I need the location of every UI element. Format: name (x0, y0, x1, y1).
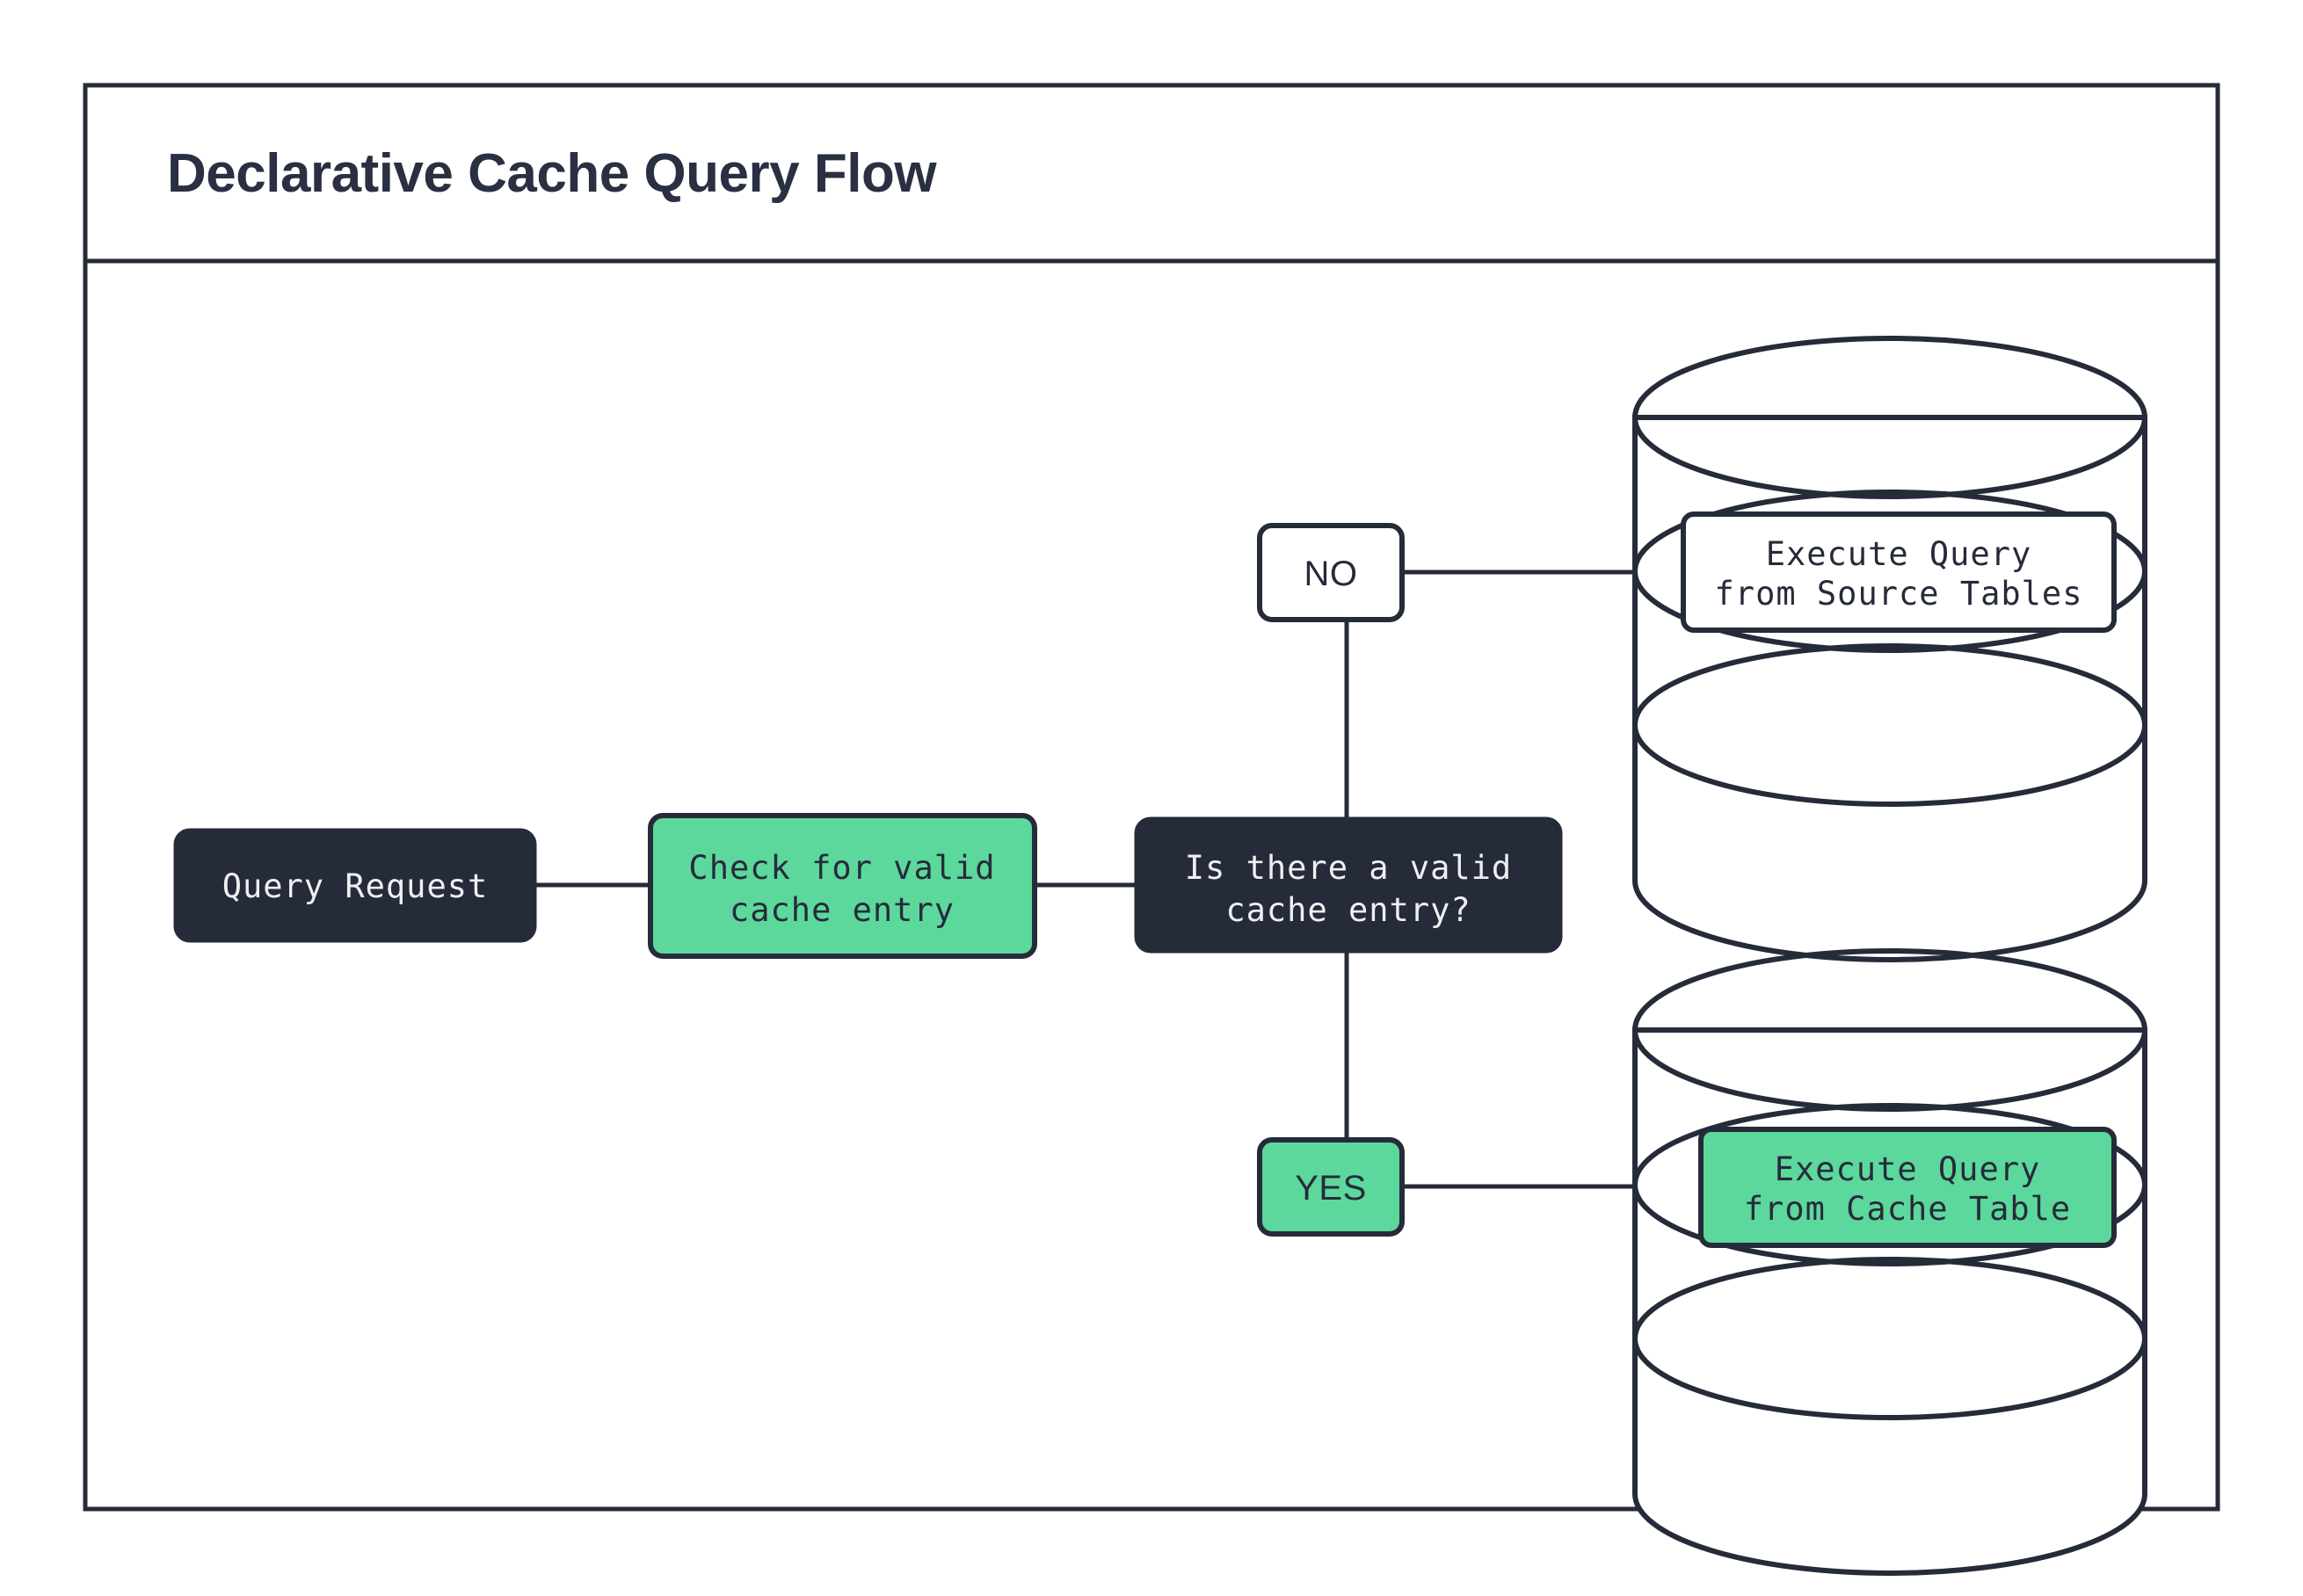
query-request-rect[interactable] (173, 828, 537, 943)
check-cache-line-1: Check for valid (688, 849, 995, 887)
decision-rect[interactable] (1134, 816, 1563, 954)
source-db-disc-2 (1632, 490, 2147, 653)
source-db-label-box: Execute Query from Source Tables (1681, 511, 2117, 633)
yes-label-rect[interactable] (1257, 1137, 1405, 1237)
decision-line-2: cache entry? (1225, 891, 1471, 929)
no-label-rect[interactable] (1257, 523, 1405, 622)
cache-table-database (1632, 948, 2147, 1576)
node-query-request[interactable]: Query Request (173, 828, 537, 943)
source-db-label-line-2: from Source Tables (1715, 575, 2083, 613)
check-cache-rect[interactable] (648, 813, 1037, 959)
yes-label-text: YES (1295, 1169, 1367, 1208)
cache-db-disc-3 (1632, 1257, 2147, 1420)
source-tables-database (1632, 336, 2147, 962)
cache-db-disc-2 (1632, 1103, 2147, 1266)
query-request-label: Query Request (222, 867, 489, 905)
no-label-text: NO (1304, 555, 1358, 593)
node-check-cache[interactable]: Check for valid cache entry (648, 813, 1037, 959)
check-cache-line-2: cache entry (730, 891, 955, 929)
decision-line-1: Is there a valid (1185, 849, 1512, 887)
cache-db-label-rect (1698, 1127, 2117, 1248)
diagram-frame (83, 83, 2220, 1512)
node-decision-valid-cache[interactable]: Is there a valid cache entry? (1134, 816, 1563, 954)
cache-db-label-line-2: from Cache Table (1744, 1190, 2071, 1228)
source-db-label-line-1: Execute Query (1766, 535, 2032, 573)
page-title: Declarative Cache Query Flow (167, 143, 937, 204)
source-db-disc-1 (1632, 336, 2147, 499)
cache-db-disc-1 (1632, 948, 2147, 1112)
source-db-label-rect (1681, 511, 2117, 633)
branch-label-no[interactable]: NO (1257, 523, 1405, 622)
cache-db-label-line-1: Execute Query (1775, 1150, 2041, 1188)
branch-label-yes[interactable]: YES (1257, 1137, 1405, 1237)
source-db-disc-3 (1632, 643, 2147, 807)
cache-db-label-box: Execute Query from Cache Table (1698, 1127, 2117, 1248)
